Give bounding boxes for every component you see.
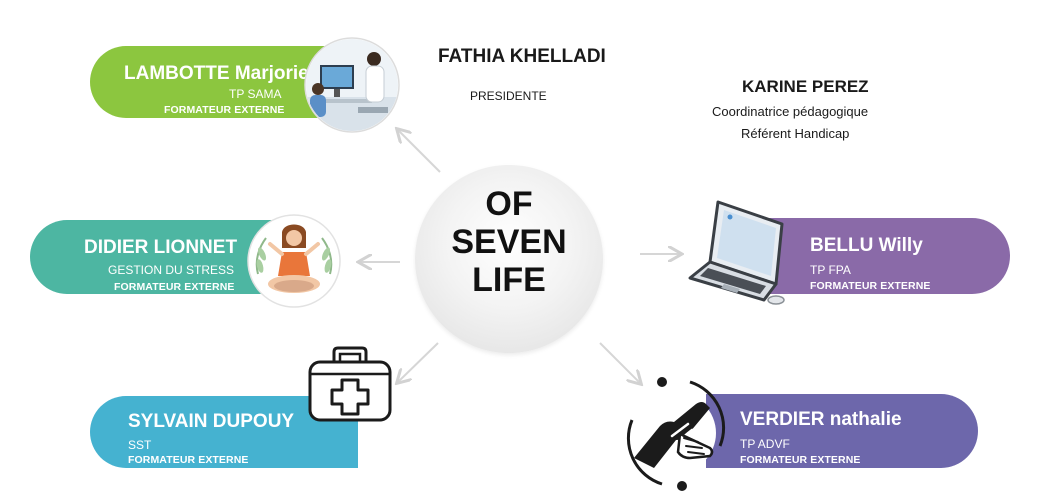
- laptop-icon: [688, 200, 785, 305]
- member-extra: FORMATEUR EXTERNE: [114, 281, 235, 293]
- coordinator-name: KARINE PEREZ: [742, 77, 869, 96]
- coordinator-role-1: Coordinatrice pédagogique: [712, 104, 869, 119]
- member-extra: FORMATEUR EXTERNE: [164, 104, 285, 116]
- coordinator-role-2: Référent Handicap: [741, 126, 850, 141]
- member-role: TP SAMA: [229, 87, 282, 101]
- medical-office-photo-icon: [304, 37, 400, 133]
- arrow-to-dupouy: [398, 342, 439, 382]
- member-role: SST: [128, 438, 152, 452]
- member-role: TP FPA: [810, 263, 851, 277]
- member-name: BELLU Willy: [810, 235, 923, 256]
- member-card-bellu: BELLU Willy TP FPA FORMATEUR EXTERNE: [748, 218, 1010, 294]
- helping-hands-icon: [626, 377, 726, 491]
- member-extra: FORMATEUR EXTERNE: [128, 454, 249, 466]
- member-role: TP ADVF: [740, 437, 790, 451]
- member-card-lionnet: DIDIER LIONNET GESTION DU STRESS FORMATE…: [30, 220, 292, 294]
- member-name: VERDIER nathalie: [740, 409, 902, 430]
- member-extra: FORMATEUR EXTERNE: [740, 454, 861, 466]
- first-aid-kit-icon: [308, 346, 392, 422]
- meditation-icon: [247, 214, 341, 308]
- member-name: SYLVAIN DUPOUY: [128, 411, 295, 432]
- president-name: FATHIA KHELLADI: [438, 46, 606, 67]
- center-circle: OF SEVEN LIFE: [415, 165, 603, 353]
- member-role: GESTION DU STRESS: [108, 263, 235, 277]
- member-card-verdier: VERDIER nathalie TP ADVF FORMATEUR EXTER…: [706, 394, 978, 468]
- president-role: PRESIDENTE: [470, 89, 547, 103]
- member-card-lambotte: LAMBOTTE Marjorie TP SAMA FORMATEUR EXTE…: [90, 46, 350, 118]
- member-name: DIDIER LIONNET: [84, 237, 238, 258]
- center-title: OF SEVEN LIFE: [451, 185, 567, 299]
- arrow-to-verdier: [599, 342, 640, 383]
- member-name: LAMBOTTE Marjorie: [124, 63, 309, 84]
- arrow-to-lambotte: [398, 130, 441, 173]
- member-extra: FORMATEUR EXTERNE: [810, 280, 931, 292]
